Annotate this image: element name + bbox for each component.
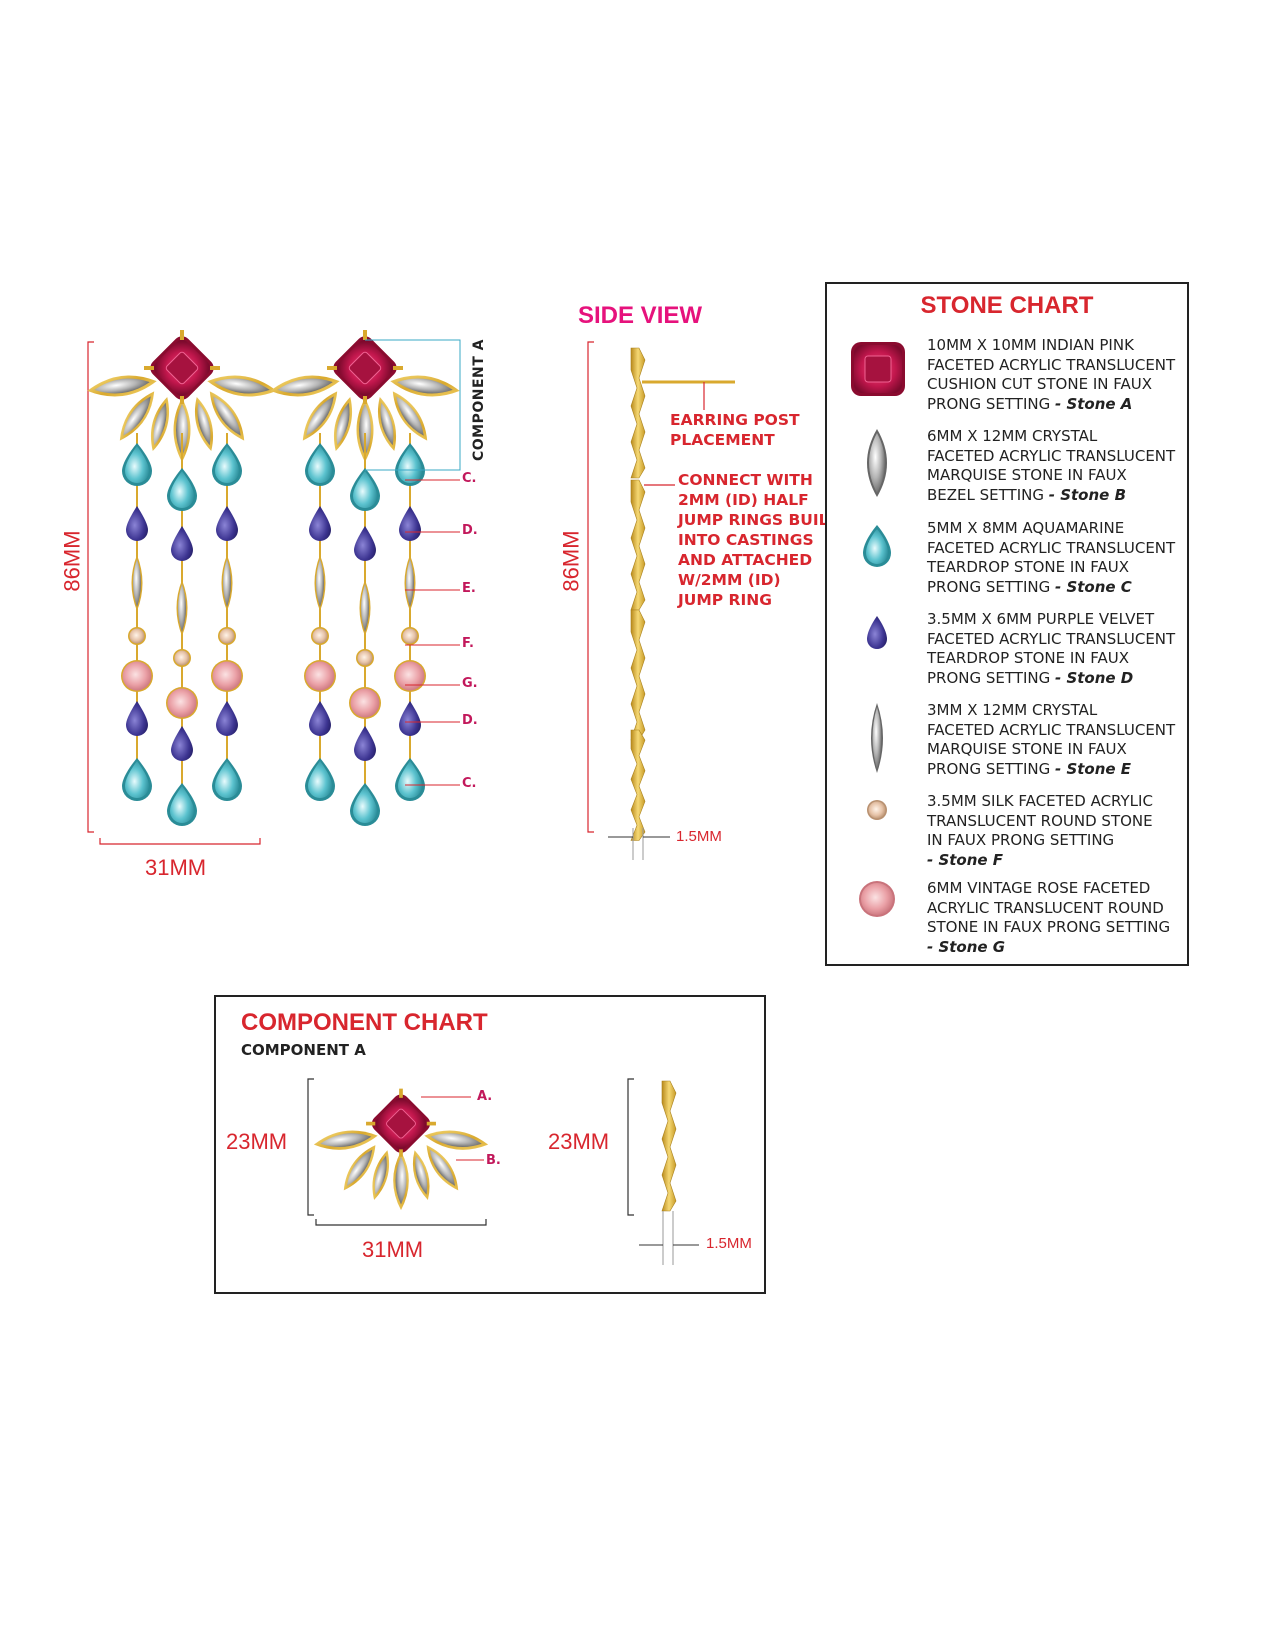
side-view-drawing (587, 341, 735, 860)
teardrop-purple-icon (867, 616, 887, 649)
earring-left (86, 330, 278, 826)
callout-connect: CONNECT WITH 2MM (ID) HALF JUMP RINGS BU… (678, 471, 837, 609)
side-view-title: SIDE VIEW (578, 302, 703, 329)
component-a-bracket (365, 339, 461, 471)
leader-d-2: D. (462, 713, 478, 728)
stone-row-e: 3MM X 12MM CRYSTAL FACETED ACRYLIC TRANS… (827, 701, 1187, 781)
leader-c-2: C. (462, 776, 477, 791)
leader-e: E. (462, 581, 476, 596)
earring-width-label: 31MM (145, 855, 207, 880)
comp-height-label: 23MM (226, 1129, 288, 1154)
marquise-crystal-icon (867, 429, 887, 497)
side-height-label: 86MM (558, 530, 584, 592)
leader-a: A. (477, 1089, 493, 1104)
front-view-drawing (80, 330, 500, 845)
component-chart-drawing (307, 1078, 699, 1265)
leader-d-1: D. (462, 523, 478, 538)
stone-chart: STONE CHART 10MM X 10MM INDIAN PINK FACE… (825, 282, 1189, 966)
stone-chart-title: STONE CHART (920, 292, 1094, 319)
side-view (580, 330, 830, 870)
leader-b: B. (486, 1153, 501, 1168)
stone-desc-a: 10MM X 10MM INDIAN PINK FACETED ACRYLIC … (927, 336, 1176, 413)
stone-row-b: 6MM X 12MM CRYSTAL FACETED ACRYLIC TRANS… (827, 427, 1187, 507)
teardrop-aqua-icon (863, 525, 891, 567)
earring-right (269, 330, 461, 826)
side-thickness-label: 1.5MM (676, 828, 722, 845)
leader-lines (405, 479, 460, 786)
round-rose-icon (859, 881, 895, 917)
cushion-pink-icon (851, 342, 905, 396)
leader-c-1: C. (462, 471, 477, 486)
stone-row-g: 6MM VINTAGE ROSE FACETED ACRYLIC TRANSLU… (827, 879, 1187, 959)
marquise-slim-crystal-icon (871, 703, 883, 773)
stone-desc-d: 3.5MM X 6MM PURPLE VELVET FACETED ACRYLI… (927, 610, 1176, 687)
comp-side-thickness-label: 1.5MM (706, 1235, 752, 1252)
stone-row-d: 3.5MM X 6MM PURPLE VELVET FACETED ACRYLI… (827, 610, 1187, 690)
round-silk-icon (867, 800, 887, 820)
component-chart-subtitle: COMPONENT A (241, 1041, 366, 1059)
leader-g: G. (462, 676, 478, 691)
comp-side-height-label: 23MM (548, 1129, 610, 1154)
component-a-vertical-label: COMPONENT A (471, 338, 488, 462)
height-bracket (87, 341, 94, 833)
front-view (80, 330, 500, 900)
leader-f: F. (462, 636, 474, 651)
component-chart-title: COMPONENT CHART (241, 1009, 488, 1036)
stone-row-c: 5MM X 8MM AQUAMARINE FACETED ACRYLIC TRA… (827, 519, 1187, 599)
component-chart: COMPONENT CHART COMPONENT A 23MM 31MM 23… (214, 995, 766, 1294)
earring-height-label: 86MM (59, 530, 85, 592)
stone-desc-f: 3.5MM SILK FACETED ACRYLIC TRANSLUCENT R… (927, 792, 1153, 869)
callout-post: EARRING POST PLACEMENT (670, 411, 800, 449)
stone-row-f: 3.5MM SILK FACETED ACRYLIC TRANSLUCENT R… (827, 792, 1187, 872)
width-bracket (99, 838, 261, 845)
comp-width-label: 31MM (362, 1237, 424, 1262)
stone-desc-c: 5MM X 8MM AQUAMARINE FACETED ACRYLIC TRA… (927, 519, 1176, 596)
stone-desc-g: 6MM VINTAGE ROSE FACETED ACRYLIC TRANSLU… (927, 879, 1171, 956)
stone-row-a: 10MM X 10MM INDIAN PINK FACETED ACRYLIC … (827, 336, 1187, 416)
stone-desc-b: 6MM X 12MM CRYSTAL FACETED ACRYLIC TRANS… (927, 427, 1176, 504)
stone-desc-e: 3MM X 12MM CRYSTAL FACETED ACRYLIC TRANS… (927, 701, 1176, 778)
